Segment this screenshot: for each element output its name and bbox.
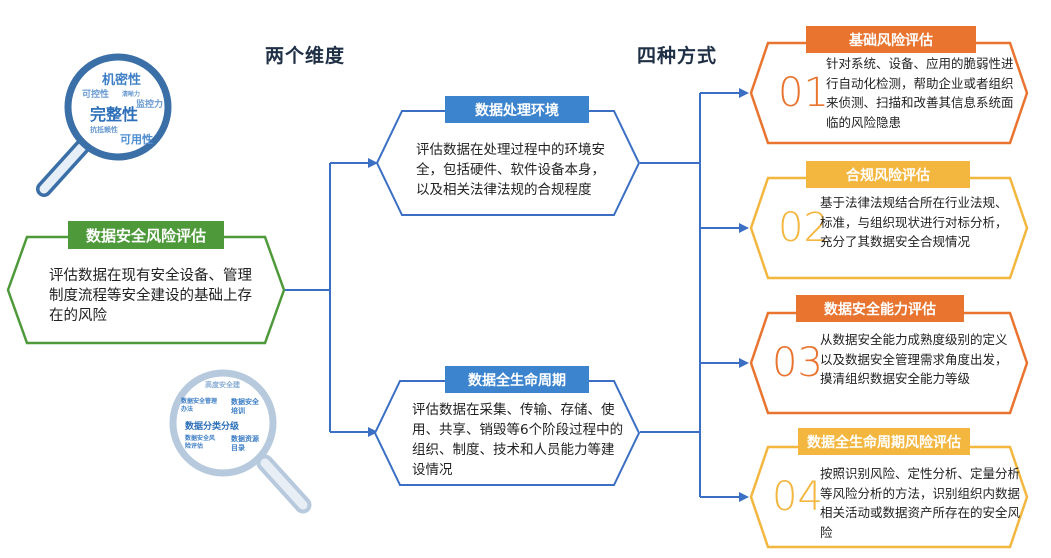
mag-bottom-word: 数据安全培训 [231,398,259,415]
method-label: 数据安全能力评估 [796,295,964,322]
mag-bottom-word: 数据分类分级 [185,422,240,432]
method-number: 01 [778,70,829,116]
mag-top-word: 监控力 [136,100,164,110]
magnifier-bottom-icon: 高度安全建 数据安全管理办法 数据安全培训 数据分类分级 数据安全风险评估 数据… [165,365,325,525]
heading-two-dimensions: 两个维度 [265,45,346,67]
method-number: 02 [778,205,829,251]
method-hexagon-compliance: 02 基于法律法规结合所在行业法规、标准，与组织现状进行对标分析，充分了其数据安… [748,175,1030,281]
mag-bottom-word: 高度安全建 [205,381,240,389]
magnifier-top-icon: 机密性 可控性 清晰力 完整性 监控力 抗抵赖性 可用性 [30,45,190,205]
main-description: 评估数据在现有安全设备、管理制度流程等安全建设的基础上存在的风险 [49,268,252,324]
method-description: 按照识别风险、定性分析、定量分析等风险分析的方法，识别组织内数据相关活动或数据资… [820,466,1021,540]
method-hexagon-lifecycle: 04 按照识别风险、定性分析、定量分析等风险分析的方法，识别组织内数据相关活动或… [748,444,1030,550]
mag-top-word: 完整性 [90,105,139,124]
heading-four-methods: 四种方式 [637,45,718,67]
main-label: 数据安全风险评估 [68,221,224,249]
dimension-label: 数据全生命周期 [445,366,589,393]
method-number: 04 [772,474,823,520]
mag-top-word: 抗抵赖性 [90,126,118,134]
mag-bottom-word: 数据安全管理办法 [181,398,218,413]
mag-top-word: 可用性 [120,133,153,146]
method-hexagon-capability: 03 从数据安全能力成熟度级别的定义以及数据安全管理需求角度出发，摸清组织数据安… [748,310,1030,416]
dimension-hexagon-processing: 评估数据在处理过程中的环境安全，包括硬件、软件设备本身，以及相关法律法规的合规程… [374,108,642,218]
method-label: 合规风险评估 [806,161,970,188]
method-hexagon-basic: 01 针对系统、设备、应用的脆弱性进行自动化检测，帮助企业或者组织来侦测、扫描和… [748,40,1030,146]
dimension-description: 评估数据在处理过程中的环境安全，包括硬件、软件设备本身，以及相关法律法规的合规程… [416,142,605,198]
dimension-description: 评估数据在采集、传输、存储、使用、共享、销毁等6个阶段过程中的组织、制度、技术和… [412,402,624,478]
method-description: 从数据安全能力成熟度级别的定义以及数据安全管理需求角度出发，摸清组织数据安全能力… [820,332,1008,386]
mag-bottom-word: 数据资源目录 [231,435,259,452]
dimension-hexagon-lifecycle: 评估数据在采集、传输、存储、使用、共享、销毁等6个阶段过程中的组织、制度、技术和… [372,378,642,488]
mag-top-word: 机密性 [102,73,142,88]
mag-top-word: 可控性 [82,90,110,100]
method-number: 03 [772,340,823,386]
method-description: 针对系统、设备、应用的脆弱性进行自动化检测，帮助企业或者组织来侦测、扫描和改善其… [826,56,1014,130]
method-label: 数据全生命周期风险评估 [798,428,970,455]
method-description: 基于法律法规结合所在行业法规、标准，与组织现状进行对标分析，充分了其数据安全合规… [820,195,1008,249]
method-label: 基础风险评估 [806,26,976,53]
main-hexagon: 评估数据在现有安全设备、管理制度流程等安全建设的基础上存在的风险 [5,232,287,348]
dimension-label: 数据处理环境 [445,96,589,123]
mag-top-word: 清晰力 [122,91,141,98]
mag-bottom-word: 数据安全风险评估 [185,435,216,450]
